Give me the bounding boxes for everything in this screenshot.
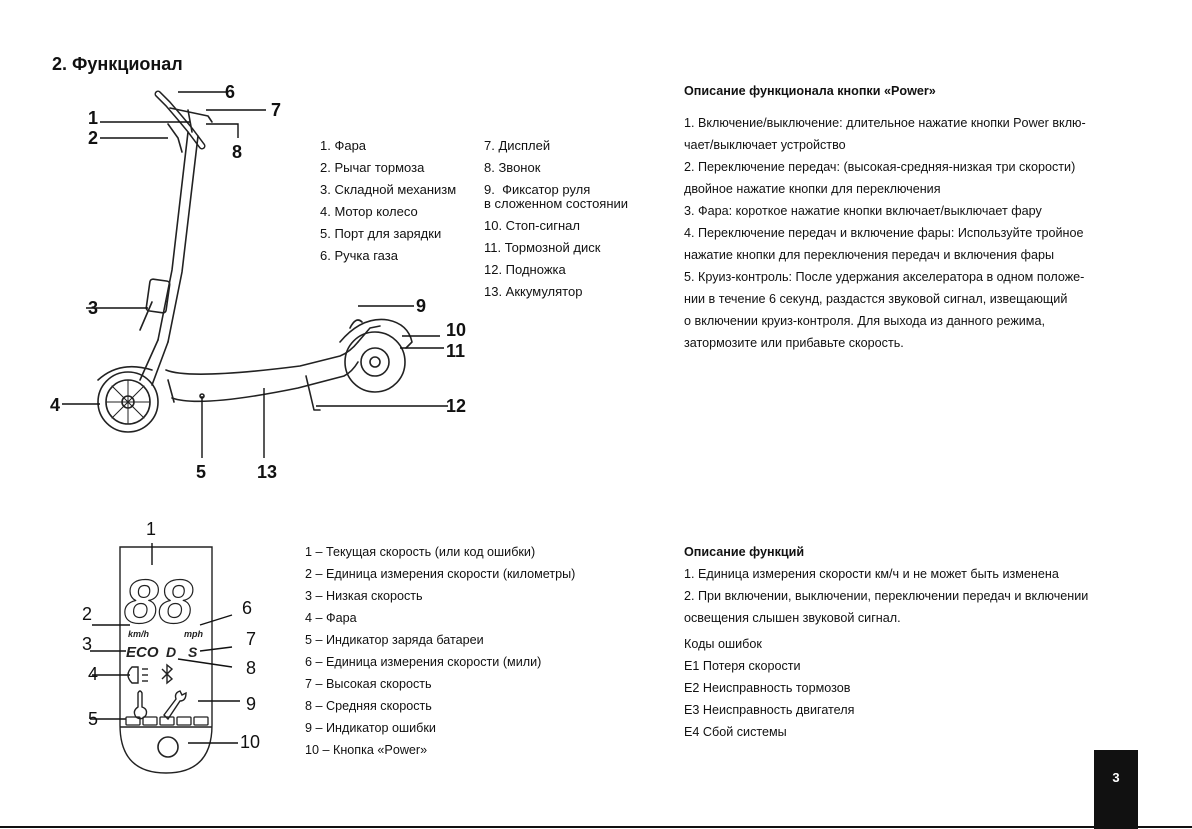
list-item: 2. Рычаг тормоза <box>320 160 425 175</box>
list-item: 13. Аккумулятор <box>484 284 583 299</box>
functions-section: Описание функций 1. Единица измерения ск… <box>684 541 1088 743</box>
deck <box>165 341 359 375</box>
power-line: нии в течение 6 секунд, раздастся звуков… <box>684 292 1068 306</box>
display-legend: 1 – Текущая скорость (или код ошибки) 2 … <box>305 541 575 761</box>
display-callout-6: 6 <box>242 598 253 618</box>
list-item: 6. Ручка газа <box>320 248 398 263</box>
display-outline <box>119 546 213 774</box>
list-item: 8. Звонок <box>484 160 541 175</box>
callout-12: 12 <box>446 396 467 416</box>
bluetooth-icon <box>161 663 174 685</box>
rear-wheel <box>344 331 406 393</box>
power-heading: Описание функционала кнопки «Power» <box>684 84 936 98</box>
power-line: чает/выключает устройство <box>684 138 846 152</box>
list-item: 3. Складной механизм <box>320 182 457 197</box>
section-title: 2. Функционал <box>52 54 183 74</box>
page-number-box: 3 <box>1094 750 1138 829</box>
callout-2: 2 <box>88 128 99 148</box>
power-line: нажатие кнопки для переключения передач … <box>684 248 1055 262</box>
list-item: 11. Тормозной диск <box>484 240 601 255</box>
functions-heading: Описание функций <box>684 545 805 559</box>
functions-line: 2. При включении, выключении, переключен… <box>684 589 1089 603</box>
callout-6: 6 <box>225 82 236 102</box>
functions-line: 1. Единица измерения скорости км/ч и не … <box>684 567 1059 581</box>
mph-label: mph <box>184 629 204 639</box>
display-callout-1: 1 <box>146 519 157 539</box>
list-item: 7 – Высокая скорость <box>305 677 432 691</box>
list-item: 7. Дисплей <box>484 138 551 153</box>
display-callout-8: 8 <box>246 658 257 678</box>
display-callout-10: 10 <box>240 732 261 752</box>
kickstand <box>305 375 321 411</box>
power-line: двойное нажатие кнопки для переключения <box>684 182 941 196</box>
display-callout-7: 7 <box>246 629 257 649</box>
display-callout-5: 5 <box>88 709 99 729</box>
callout-7: 7 <box>271 100 282 120</box>
d-label: D <box>166 644 176 660</box>
power-line: 2. Переключение передач: (высокая-средня… <box>684 160 1076 174</box>
error-code: E3 Неисправность двигателя <box>684 703 855 717</box>
eco-label: ECO <box>126 644 159 661</box>
page-number: 3 <box>1112 770 1120 785</box>
callout-9: 9 <box>416 296 427 316</box>
callout-10: 10 <box>446 320 467 340</box>
list-item: 8 – Средняя скорость <box>305 699 432 713</box>
list-item: 9 – Индикатор ошибки <box>305 721 436 735</box>
bottom-divider <box>0 826 1192 828</box>
list-item: 4. Мотор колесо <box>320 204 418 219</box>
battery-indicator <box>125 716 209 726</box>
callout-5: 5 <box>196 462 207 482</box>
s-label: S <box>188 644 198 660</box>
display-callout-2: 2 <box>82 604 93 624</box>
list-item: 4 – Фара <box>305 611 357 625</box>
callout-13: 13 <box>257 462 278 482</box>
power-line: 5. Круиз-контроль: После удержания аксел… <box>684 270 1085 284</box>
display-callout-3: 3 <box>82 634 93 654</box>
list-item: 1. Фара <box>320 138 367 153</box>
callout-11: 11 <box>446 341 466 361</box>
display-diagram: 88 km/h mph ECO D S <box>90 543 240 774</box>
list-item: 5. Порт для зарядки <box>320 226 442 241</box>
power-section: Описание функционала кнопки «Power» 1. В… <box>684 80 1086 354</box>
power-line: затормозите или прибавьте скорость. <box>684 336 904 350</box>
list-item: 2 – Единица измерения скорости (километр… <box>305 567 576 581</box>
list-item: 5 – Индикатор заряда батареи <box>305 633 484 647</box>
callout-1: 1 <box>88 108 99 128</box>
kmh-label: km/h <box>128 629 150 639</box>
power-line: 1. Включение/выключение: длительное нажа… <box>684 116 1086 130</box>
power-line: о включении круиз-контроля. Для выхода и… <box>684 314 1045 328</box>
speed-digits: 88 <box>124 568 193 637</box>
power-line: 4. Переключение передач и включение фары… <box>684 226 1084 240</box>
callout-3: 3 <box>88 298 99 318</box>
parts-list-col1: 1. Фара 2. Рычаг тормоза 3. Складной мех… <box>320 135 456 267</box>
list-item: 3 – Низкая скорость <box>305 589 423 603</box>
list-item: 12. Подножка <box>484 262 566 277</box>
callout-4: 4 <box>50 395 61 415</box>
parts-list-col2: 7. Дисплей 8. Звонок 9. Фиксатор руля в … <box>484 135 628 303</box>
thermometer-icon <box>133 690 148 720</box>
list-item: 9. Фиксатор руля в сложенном состоянии <box>484 182 629 211</box>
stem <box>157 131 189 341</box>
error-code: E4 Сбой системы <box>684 725 787 739</box>
headlight-icon <box>127 666 148 684</box>
functions-line: освещения слышен звуковой сигнал. <box>684 611 901 625</box>
display-callout-4: 4 <box>88 664 99 684</box>
error-code: E1 Потеря скорости <box>684 659 801 673</box>
display-callout-9: 9 <box>246 694 257 714</box>
callout-8: 8 <box>232 142 243 162</box>
power-line: 3. Фара: короткое нажатие кнопки включае… <box>684 204 1042 218</box>
list-item: 10. Стоп-сигнал <box>484 218 580 233</box>
front-wheel <box>97 371 159 433</box>
list-item: 10 – Кнопка «Power» <box>305 743 428 757</box>
power-button[interactable] <box>157 736 179 758</box>
list-item: 6 – Единица измерения скорости (мили) <box>305 655 542 669</box>
error-heading: Коды ошибок <box>684 637 762 651</box>
scooter-diagram <box>62 90 448 458</box>
list-item: 1 – Текущая скорость (или код ошибки) <box>305 545 536 559</box>
wrench-icon <box>163 690 187 721</box>
error-code: E2 Неисправность тормозов <box>684 681 851 695</box>
